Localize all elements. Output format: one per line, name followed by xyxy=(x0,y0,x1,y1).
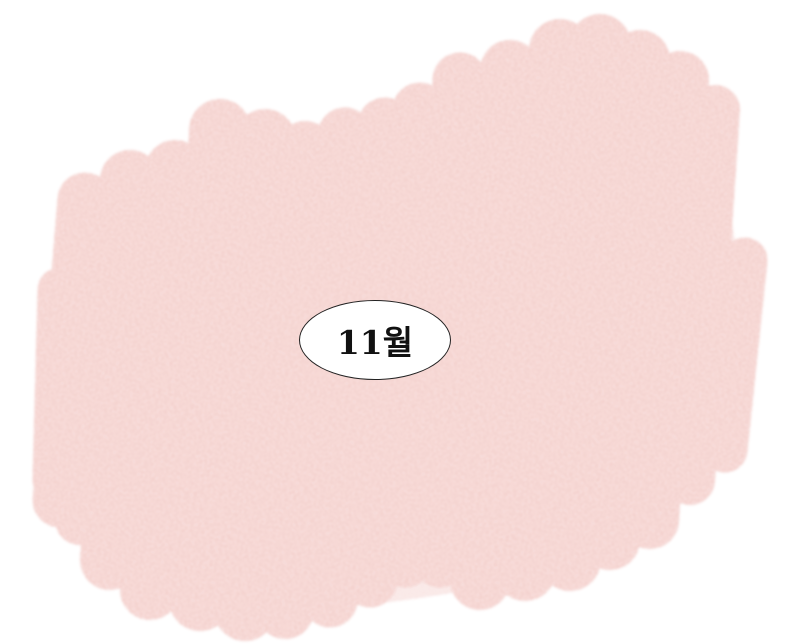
crayon-stroke xyxy=(450,40,540,610)
crayon-stroke xyxy=(702,237,768,473)
crayon-stroke xyxy=(412,52,488,588)
crayon-stroke xyxy=(580,30,670,570)
crayon-stroke xyxy=(80,150,160,590)
crayon-stroke xyxy=(120,140,205,620)
crayon-stroke xyxy=(32,267,83,503)
crayon-stroke xyxy=(256,121,334,639)
crayon-stroke xyxy=(665,85,740,505)
month-badge: 11월 xyxy=(299,300,451,380)
crayon-stroke xyxy=(539,14,631,591)
month-label: 11월 xyxy=(336,323,414,362)
crayon-stroke xyxy=(214,109,296,641)
crayon-stroke xyxy=(169,99,251,631)
crayon-stroke xyxy=(55,215,120,545)
crayon-stroke xyxy=(494,19,591,601)
crayon-stroke xyxy=(621,51,709,549)
